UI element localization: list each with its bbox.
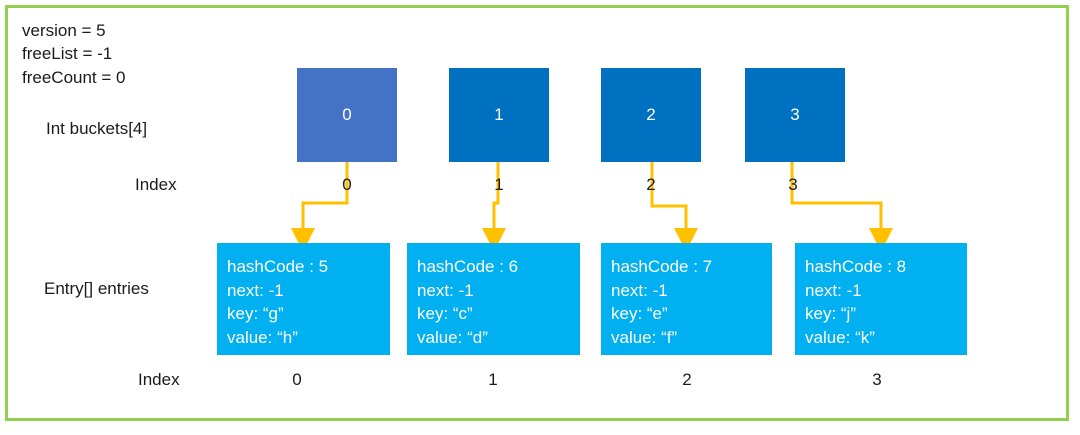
diagram-frame [5, 5, 1069, 421]
entry-next: next: -1 [611, 280, 668, 300]
entry-index-1: 1 [488, 370, 498, 389]
bucket-index-0: 0 [342, 175, 352, 194]
version-text: version = 5 [22, 21, 106, 40]
bucket-index-3: 3 [788, 175, 798, 194]
freecount-text: freeCount = 0 [22, 68, 126, 87]
entry-hashcode: hashCode : 6 [417, 257, 519, 276]
bucket-value: 2 [646, 105, 656, 124]
entry-next: next: -1 [227, 280, 284, 300]
entry-next: next: -1 [805, 280, 862, 300]
bucket-value: 1 [494, 105, 504, 124]
entry-key: key: “e” [611, 304, 668, 323]
bucket-2: 2 [601, 68, 701, 162]
entry-next: next: -1 [417, 280, 474, 300]
entry-value: value: “d” [417, 327, 488, 347]
entry-index-label: Index [138, 370, 180, 389]
entry-key: key: “j” [805, 304, 856, 323]
entry-0: hashCode : 5 next: -1 key: “g” value: “h… [217, 243, 390, 355]
bucket-1: 1 [449, 68, 549, 162]
arrow-bucket-2 [650, 162, 698, 252]
entry-key: key: “g” [227, 304, 284, 323]
arrow-bucket-3 [790, 162, 893, 252]
entry-hashcode: hashCode : 5 [227, 257, 329, 276]
entry-2: hashCode : 7 next: -1 key: “e” value: “f… [601, 243, 772, 355]
bucket-value: 0 [342, 105, 352, 124]
entry-1: hashCode : 6 next: -1 key: “c” value: “d… [407, 243, 580, 355]
bucket-value: 3 [790, 105, 800, 124]
entry-key: key: “c” [417, 304, 473, 323]
bucket-index-2: 2 [646, 175, 656, 194]
entry-value: value: “f” [611, 327, 678, 347]
freelist-text: freeList = -1 [22, 44, 113, 63]
bucket-index-label: Index [135, 175, 177, 194]
entry-hashcode: hashCode : 7 [611, 257, 713, 276]
buckets-label: Int buckets[4] [46, 119, 148, 138]
entry-index-0: 0 [292, 370, 302, 389]
entry-hashcode: hashCode : 8 [805, 257, 907, 276]
entry-value: value: “k” [805, 327, 875, 347]
bucket-0: 0 [297, 68, 397, 162]
entry-index-3: 3 [872, 370, 882, 389]
arrow-bucket-1 [482, 162, 506, 252]
entry-index-2: 2 [682, 370, 692, 389]
entry-value: value: “h” [227, 327, 298, 347]
bucket-index-1: 1 [494, 175, 504, 194]
entries-label: Entry[] entries [44, 279, 149, 298]
arrow-bucket-0 [291, 162, 349, 252]
bucket-3: 3 [745, 68, 845, 162]
entry-3: hashCode : 8 next: -1 key: “j” value: “k… [795, 243, 967, 355]
